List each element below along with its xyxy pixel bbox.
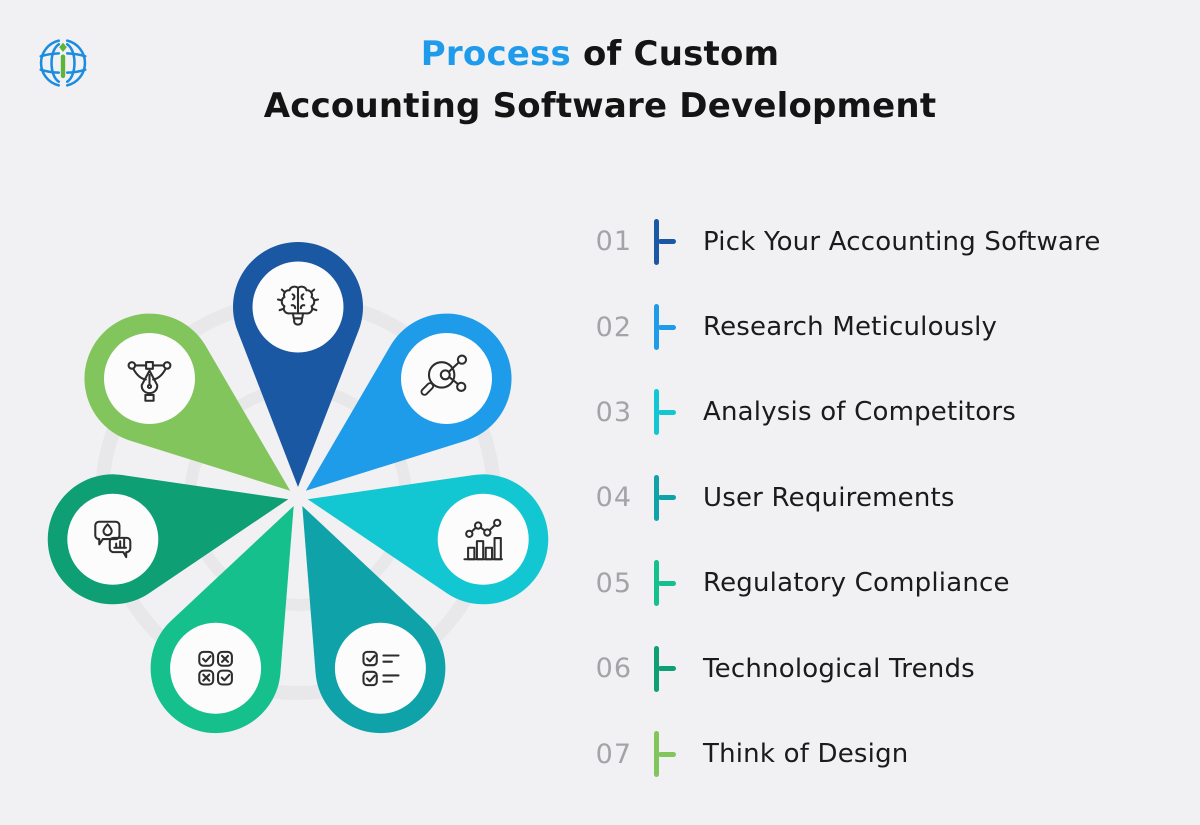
tick-dash xyxy=(658,239,676,245)
step-row-02: 02 Research Meticulously xyxy=(580,284,1180,369)
trend-chat-icon xyxy=(94,520,132,559)
globe-i-logo xyxy=(39,39,87,87)
process-steps-list: 01 Pick Your Accounting Software 02 Researc… xyxy=(580,199,1180,797)
idea-brain-icon xyxy=(276,285,320,326)
step-label: Pick Your Accounting Software xyxy=(703,226,1101,257)
step-row-04: 04 User Requirements xyxy=(580,455,1180,540)
petal-04 xyxy=(302,506,446,734)
step-row-05: 05 Regulatory Compliance xyxy=(580,541,1180,626)
step-tick-mark xyxy=(654,560,677,607)
tick-bar xyxy=(654,218,659,265)
tick-bar xyxy=(654,645,659,692)
title-line2: Accounting Software Development xyxy=(263,86,937,126)
step-row-07: 07 Think of Design xyxy=(580,711,1180,796)
tick-bar xyxy=(654,731,659,778)
petal-06 xyxy=(47,474,289,605)
step-row-03: 03 Analysis of Competitors xyxy=(580,370,1180,455)
tick-bar xyxy=(654,474,659,521)
step-number: 01 xyxy=(595,226,632,258)
letter-i-mark xyxy=(59,42,67,79)
checklist-icon xyxy=(362,650,400,687)
petal-inner-circle xyxy=(437,493,529,585)
title-highlight: Process xyxy=(420,34,571,74)
step-number: 03 xyxy=(595,396,632,428)
tick-dash xyxy=(658,751,676,757)
tick-bar xyxy=(654,389,659,436)
step-label: User Requirements xyxy=(703,482,955,513)
tick-bar xyxy=(654,560,659,607)
petal-inner-circle xyxy=(170,622,262,714)
pen-tool-icon xyxy=(127,361,172,402)
step-number: 06 xyxy=(595,653,632,685)
tick-dash xyxy=(658,666,676,672)
step-label: Think of Design xyxy=(703,739,909,770)
step-label: Research Meticulously xyxy=(703,312,998,343)
step-tick-mark xyxy=(654,389,677,436)
title-rest: of Custom xyxy=(570,34,780,74)
step-number: 05 xyxy=(595,567,632,599)
step-label: Regulatory Compliance xyxy=(703,568,1010,599)
tick-dash xyxy=(658,409,676,415)
petal-inner-circle xyxy=(334,622,426,714)
petal-05 xyxy=(150,506,294,734)
check-x-grid-icon xyxy=(198,650,233,686)
step-tick-mark xyxy=(654,304,677,351)
step-row-06: 06 Technological Trends xyxy=(580,626,1180,711)
step-row-01: 01 Pick Your Accounting Software xyxy=(580,199,1180,284)
step-number: 02 xyxy=(595,311,632,343)
petal-01 xyxy=(233,241,363,487)
tick-bar xyxy=(654,304,659,351)
research-magnifier-icon xyxy=(420,354,468,396)
tick-dash xyxy=(658,495,676,501)
step-tick-mark xyxy=(654,645,677,692)
tick-dash xyxy=(658,580,676,586)
step-number: 07 xyxy=(595,738,632,770)
step-tick-mark xyxy=(654,474,677,521)
step-tick-mark xyxy=(654,731,677,778)
step-number: 04 xyxy=(595,482,632,514)
process-flower-diagram xyxy=(47,241,549,734)
step-label: Analysis of Competitors xyxy=(703,397,1016,428)
tick-dash xyxy=(658,324,676,330)
step-label: Technological Trends xyxy=(703,653,975,684)
petal-03 xyxy=(307,474,549,605)
step-tick-mark xyxy=(654,218,677,265)
petal-02 xyxy=(305,313,512,491)
analytics-chart-icon xyxy=(463,518,503,561)
petal-07 xyxy=(84,313,291,491)
